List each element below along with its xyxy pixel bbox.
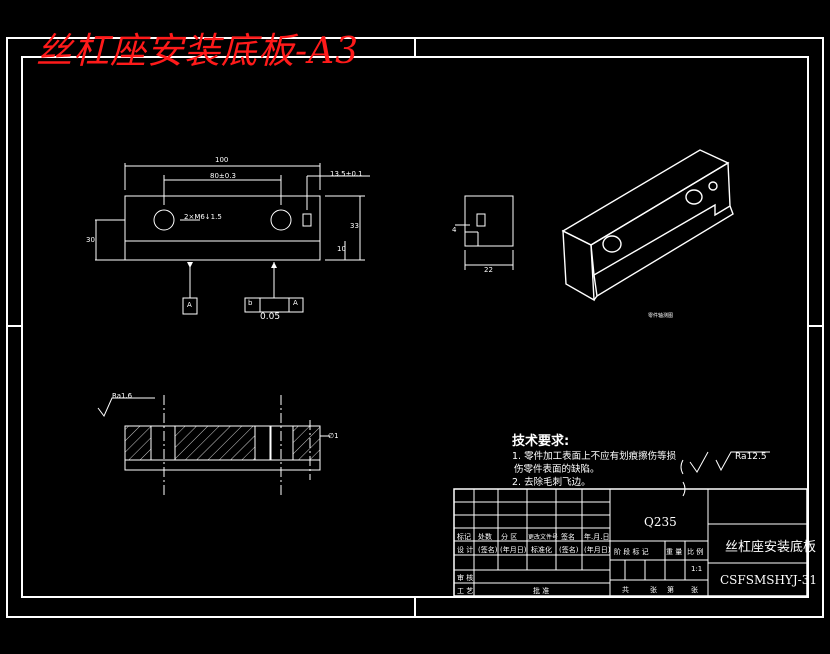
dim-length: 100	[215, 156, 229, 164]
part-name: 丝杠座安装底板	[725, 540, 817, 555]
material: Q235	[644, 515, 677, 529]
roughness-value: Ra12.5	[735, 452, 767, 462]
hdr2-2: (年月日)	[500, 546, 527, 554]
dim-left: 30	[86, 236, 95, 244]
tech-req-line-1: 1. 零件加工表面上不应有划痕擦伤等损	[512, 451, 677, 462]
bottom-label-0: 共	[622, 586, 629, 594]
drawing-title: 丝杠座安装底板-A3	[36, 31, 360, 72]
bottom-label-3: 张	[691, 586, 698, 594]
hdr1-3: 更改文件号	[528, 534, 559, 541]
datum-label-a: A	[187, 301, 192, 309]
side-view	[455, 195, 514, 270]
hdr2-0: 设 计	[457, 546, 474, 554]
bottom-label-1: 张	[650, 586, 657, 594]
dim-edge-offset: 13.5±0.1	[330, 170, 363, 178]
tech-req-line-2: 伤零件表面的缺陷。	[514, 464, 600, 475]
hdr1-2: 分 区	[501, 533, 518, 541]
dim-thread: 2×M6↓1.5	[184, 213, 222, 221]
hdr1-4: 签名	[561, 533, 575, 541]
hdr1-1: 处数	[478, 533, 492, 541]
bottom-label-2: 第	[667, 586, 674, 594]
section-roughness: Ra1.6	[112, 392, 133, 400]
section-dim: ∅1	[328, 432, 339, 440]
section-view	[97, 395, 330, 495]
left-label-1: 工 艺	[457, 587, 474, 595]
stage-label-0: 阶 段 标 记	[614, 548, 649, 556]
hdr1-5: 年.月.日	[584, 533, 610, 541]
dim-height: 33	[350, 222, 359, 230]
dim-side: 4	[452, 226, 457, 234]
drawing-number: CSFSMSHYJ-31	[720, 573, 817, 587]
roughness-symbol	[680, 451, 770, 497]
isometric-view	[561, 149, 734, 302]
hdr2-5: (年月日)	[584, 546, 611, 554]
centering-marks	[7, 38, 823, 617]
front-view	[95, 163, 370, 315]
tolerance-symbol: b	[248, 299, 253, 307]
inner-border	[21, 56, 809, 598]
tech-req-heading: 技术要求:	[512, 434, 570, 449]
tolerance-datum: A	[293, 299, 298, 307]
left-label-2: 批 准	[533, 587, 550, 595]
dim-side-width: 22	[484, 266, 493, 274]
hdr2-3: 标准化	[531, 546, 552, 554]
hdr2-4: (签名)	[559, 546, 579, 554]
stage-label-1: 重 量	[666, 548, 683, 556]
left-label-0: 审 核	[457, 574, 474, 582]
hdr2-1: (签名)	[478, 546, 498, 554]
tolerance-value: 0.05	[260, 312, 281, 322]
stage-label-2: 比 例	[687, 548, 704, 556]
title-block	[453, 488, 808, 597]
tech-req-line-3: 2. 去除毛刺飞边。	[512, 477, 591, 488]
hdr1-0: 标记	[457, 533, 471, 541]
iso-caption: 零件轴测图	[648, 313, 674, 319]
scale: 1:1	[691, 565, 703, 573]
dim-bottom: 10	[337, 245, 346, 253]
dim-hole-spacing: 80±0.3	[210, 172, 236, 180]
outer-border	[6, 37, 824, 618]
